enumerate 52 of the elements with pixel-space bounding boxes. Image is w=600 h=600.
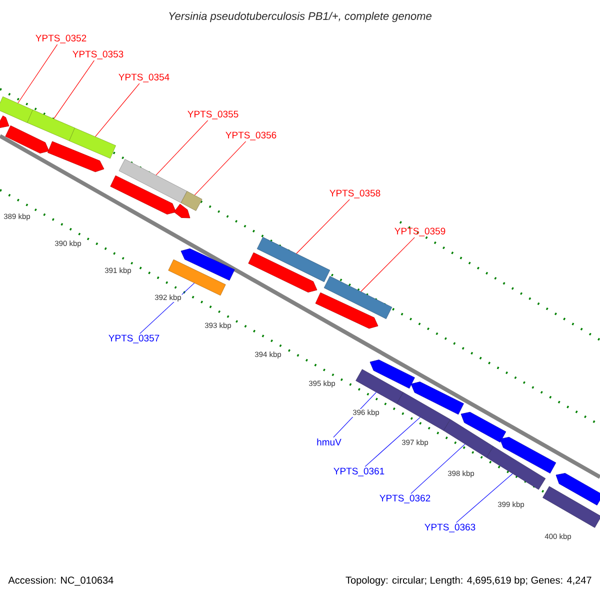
leader-line [156,120,208,176]
gene-label: hmuV [317,438,342,446]
title: Yersinia pseudotuberculosis PB1/+, complete genome [169,12,432,22]
gene-label: YPTS_0352 [36,34,86,44]
leader-line [194,141,246,196]
leader-line [364,417,420,467]
pointed-gene-bar [370,360,415,389]
gene-label: YPTS_0363 [424,524,476,532]
leader-line [54,60,95,119]
gene-bar [118,159,188,203]
leader-line [140,282,195,334]
gene-bar [356,369,404,404]
pointed-gene-bar [248,252,318,292]
gene-bar [486,446,546,490]
gene-label: YPTS_0353 [72,50,124,60]
pointed-gene-bar [500,436,556,474]
pointed-gene-bar [48,141,104,172]
pointed-gene-bar [180,248,235,281]
gene-bar [69,128,116,159]
footer-text: Accession: NC_010634 [8,576,114,586]
gene-label: YPTS_0355 [188,110,238,120]
pointed-gene-bar [174,204,190,218]
leader-line [95,83,140,137]
leader-line [296,199,350,254]
gene-label: YPTS_0356 [226,132,276,140]
pointed-gene-bar [0,116,10,128]
pointed-gene-bar [5,125,50,154]
leader-line [410,444,466,494]
gene-bar [542,486,600,528]
gene-bar [324,276,392,320]
gene-bar [256,236,330,282]
gene-label: YPTS_0359 [394,228,446,236]
leader-line [360,237,415,292]
gene-label: YPTS_0361 [334,468,384,476]
gene-label: YPTS_0357 [108,334,160,344]
pointed-gene-bar [110,175,176,214]
leader-line [18,44,58,104]
leader-line [456,473,513,523]
gene-bar [27,110,75,141]
gene-bar [168,259,226,296]
gene-label: YPTS_0362 [380,494,430,504]
gene-bar [180,191,202,211]
pointed-gene-bar [315,292,378,329]
gene-bar [443,419,494,458]
gene-label: YPTS_0358 [330,190,380,198]
footer-text: Topology: circular; Length: 4,695,619 bp; Genes: 4,247 [346,576,592,586]
pointed-gene-bar [460,412,506,442]
pointed-gene-bar [556,473,600,506]
gene-bar [0,96,34,123]
pointed-gene-bar [410,382,464,415]
gene-bar [396,392,450,431]
gene-label: YPTS_0354 [118,74,170,82]
